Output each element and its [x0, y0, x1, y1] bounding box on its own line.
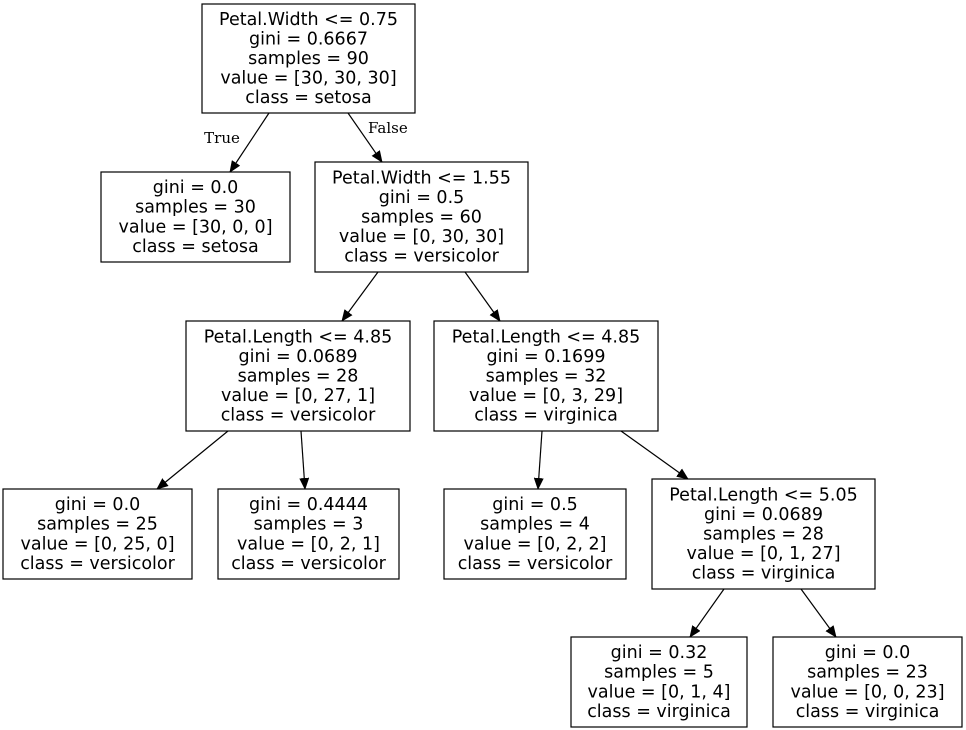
node-line: samples = 30 — [135, 198, 256, 218]
node-line: value = [0, 1, 4] — [588, 682, 731, 702]
node-line: class = setosa — [245, 88, 372, 108]
edge-arrow — [464, 271, 501, 322]
edge-n2-n3 — [341, 271, 379, 322]
node-line: Petal.Width <= 0.75 — [219, 10, 398, 30]
node-line: gini = 0.0689 — [704, 505, 823, 525]
node-line: samples = 25 — [37, 515, 158, 535]
node-line: Petal.Length <= 4.85 — [204, 327, 392, 347]
node-line: samples = 4 — [480, 515, 590, 535]
edge-n2-n4 — [464, 271, 501, 322]
edge-arrow — [347, 112, 383, 163]
edge-arrow — [533, 430, 544, 490]
node-line: value = [0, 0, 23] — [790, 682, 944, 702]
node-box — [772, 636, 963, 728]
node-line: samples = 5 — [604, 663, 714, 683]
node-line: samples = 3 — [254, 515, 364, 535]
node-line: class = versicolor — [20, 554, 175, 574]
node-line: gini = 0.0689 — [239, 347, 358, 367]
edge-n8-n10 — [800, 588, 837, 638]
edge-arrow — [156, 430, 229, 490]
edge-n4-n7 — [533, 430, 544, 490]
edge-n0-n2: False — [347, 112, 408, 163]
node-box — [100, 171, 291, 263]
node-line: value = [0, 2, 2] — [464, 534, 607, 554]
node-line: value = [0, 27, 1] — [221, 386, 375, 406]
node-box — [443, 488, 627, 580]
node-box — [433, 320, 659, 432]
node-line: value = [30, 30, 30] — [220, 69, 396, 89]
node-line: Petal.Length <= 5.05 — [669, 485, 857, 505]
node-line: samples = 90 — [248, 49, 369, 69]
node-line: gini = 0.6667 — [249, 29, 368, 49]
node-line: class = setosa — [132, 237, 259, 257]
node-line: class = virginica — [587, 702, 731, 722]
node-line: class = versicolor — [221, 406, 376, 426]
node-box — [2, 488, 193, 580]
edge-label-true: True — [204, 129, 240, 147]
node-line: gini = 0.0 — [825, 643, 911, 663]
node-line: gini = 0.1699 — [487, 347, 606, 367]
node-line: Petal.Width <= 1.55 — [332, 168, 511, 188]
node-line: class = virginica — [796, 702, 940, 722]
node-line: value = [0, 30, 30] — [339, 227, 504, 247]
node-line: samples = 28 — [238, 367, 359, 387]
node-line: class = versicolor — [458, 554, 613, 574]
edge-arrow — [689, 588, 725, 638]
node-box — [185, 320, 411, 432]
node-line: samples = 23 — [807, 663, 928, 683]
edge-arrow — [341, 271, 379, 322]
node-box — [651, 478, 876, 590]
node-line: value = [30, 0, 0] — [118, 217, 272, 237]
node-line: gini = 0.0 — [55, 495, 141, 515]
node-line: Petal.Length <= 4.85 — [452, 327, 640, 347]
edge-n8-n9 — [689, 588, 725, 638]
node-line: samples = 60 — [361, 208, 482, 228]
edge-label-false: False — [368, 119, 408, 137]
node-box — [570, 636, 748, 728]
node-box — [314, 161, 529, 273]
node-line: class = versicolor — [344, 247, 499, 267]
node-line: value = [0, 3, 29] — [469, 386, 623, 406]
node-line: samples = 28 — [703, 525, 824, 545]
edge-arrow — [620, 430, 689, 480]
node-line: gini = 0.5 — [492, 495, 578, 515]
node-box — [217, 488, 400, 580]
node-line: value = [0, 2, 1] — [237, 534, 380, 554]
node-box — [201, 3, 416, 114]
node-line: class = virginica — [692, 564, 836, 584]
edge-n3-n5 — [156, 430, 229, 490]
node-line: class = versicolor — [231, 554, 386, 574]
edge-n4-n8 — [620, 430, 689, 480]
edge-n3-n6 — [299, 430, 310, 490]
node-line: value = [0, 25, 0] — [20, 534, 174, 554]
edge-arrow — [299, 430, 310, 490]
node-line: value = [0, 1, 27] — [686, 544, 840, 564]
edge-n0-n1: True — [204, 112, 270, 173]
node-line: samples = 32 — [486, 367, 607, 387]
edge-arrow — [800, 588, 837, 638]
node-line: gini = 0.0 — [153, 178, 239, 198]
node-line: class = virginica — [474, 406, 618, 426]
node-line: gini = 0.5 — [379, 188, 465, 208]
edges-layer: True False — [156, 112, 837, 638]
edge-arrow — [229, 112, 270, 173]
node-line: gini = 0.4444 — [249, 495, 368, 515]
node-line: gini = 0.32 — [611, 643, 708, 663]
